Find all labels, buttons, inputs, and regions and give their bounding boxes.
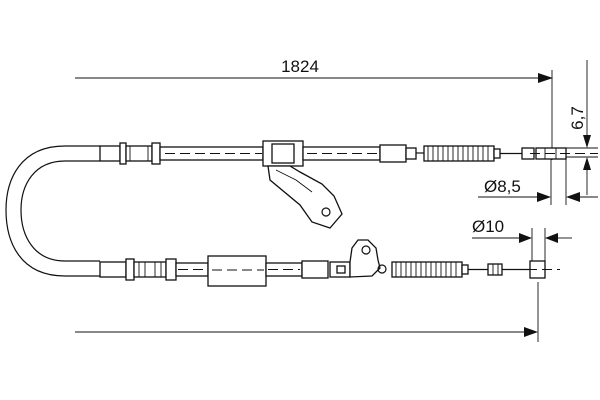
overall-length-label: 1824: [281, 57, 319, 76]
cable-loop: [5, 145, 100, 277]
upper-cable: [99, 140, 598, 167]
lower-diameter-label: Ø10: [472, 217, 504, 236]
thickness-label: 6,7: [568, 106, 587, 130]
lower-diameter-dimension: Ø10: [472, 217, 572, 275]
lower-cable: [99, 239, 560, 287]
overall-length-dimension: 1824: [75, 57, 553, 160]
upper-mount-bracket: [267, 165, 343, 229]
lower-spring: [391, 261, 469, 278]
upper-diameter-dimension: Ø8,5: [478, 155, 598, 205]
bottom-length-line: [75, 282, 539, 342]
thickness-dimension: 6,7: [562, 60, 598, 195]
upper-spring: [416, 145, 501, 162]
upper-diameter-label: Ø8,5: [484, 177, 521, 196]
